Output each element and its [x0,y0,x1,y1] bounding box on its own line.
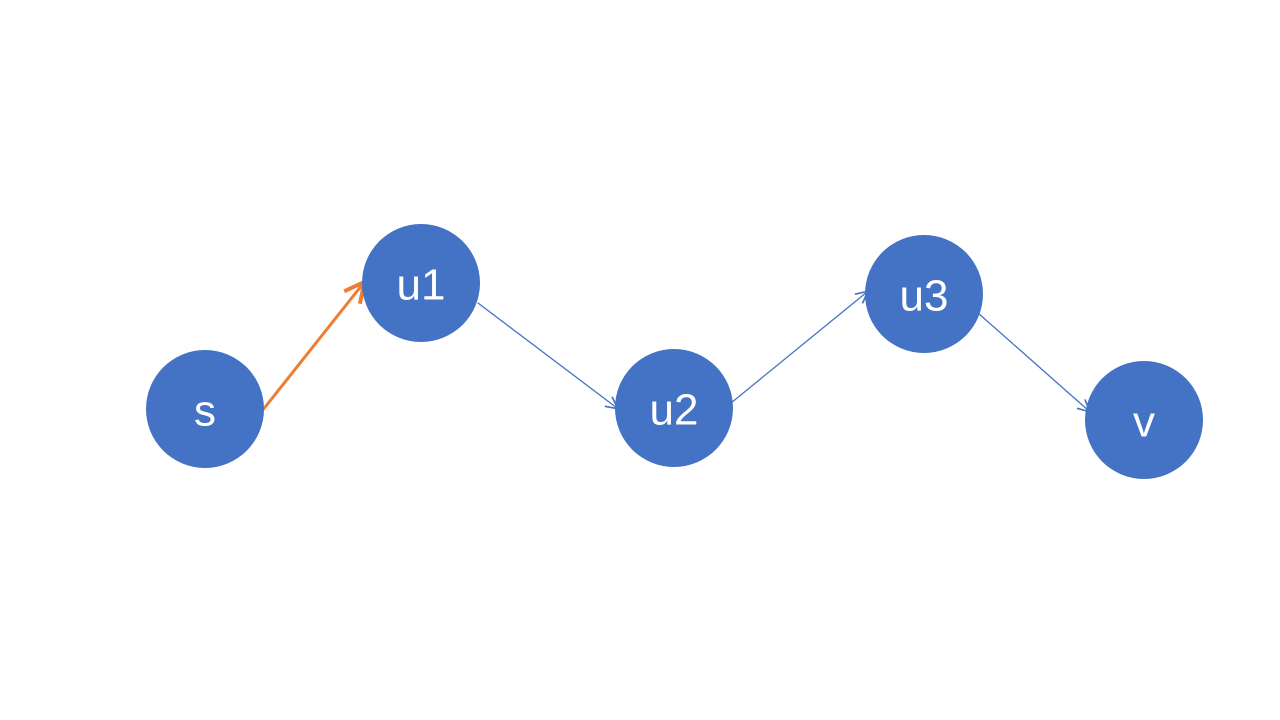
nodes-layer: s u1 u2 u3 v [146,224,1203,479]
node-u1[interactable]: u1 [362,224,480,342]
node-circle-u2[interactable] [615,349,733,467]
node-u3[interactable]: u3 [865,235,983,353]
node-u2[interactable]: u2 [615,349,733,467]
edge-u2-to-u3[interactable] [730,292,867,404]
node-circle-u3[interactable] [865,235,983,353]
node-label-v: v [1133,398,1155,447]
edges-layer [260,285,1089,413]
node-circle-u1[interactable] [362,224,480,342]
node-v[interactable]: v [1085,361,1203,479]
node-circle-s[interactable] [146,350,264,468]
edge-u1-to-u2[interactable] [477,302,617,408]
edge-s-to-u1[interactable] [260,285,362,413]
edge-u3-to-v[interactable] [977,312,1089,411]
node-label-u3: u3 [900,272,949,321]
node-label-u1: u1 [397,261,446,310]
node-label-u2: u2 [650,386,699,435]
node-circle-v[interactable] [1085,361,1203,479]
node-label-s: s [194,387,216,436]
node-s[interactable]: s [146,350,264,468]
